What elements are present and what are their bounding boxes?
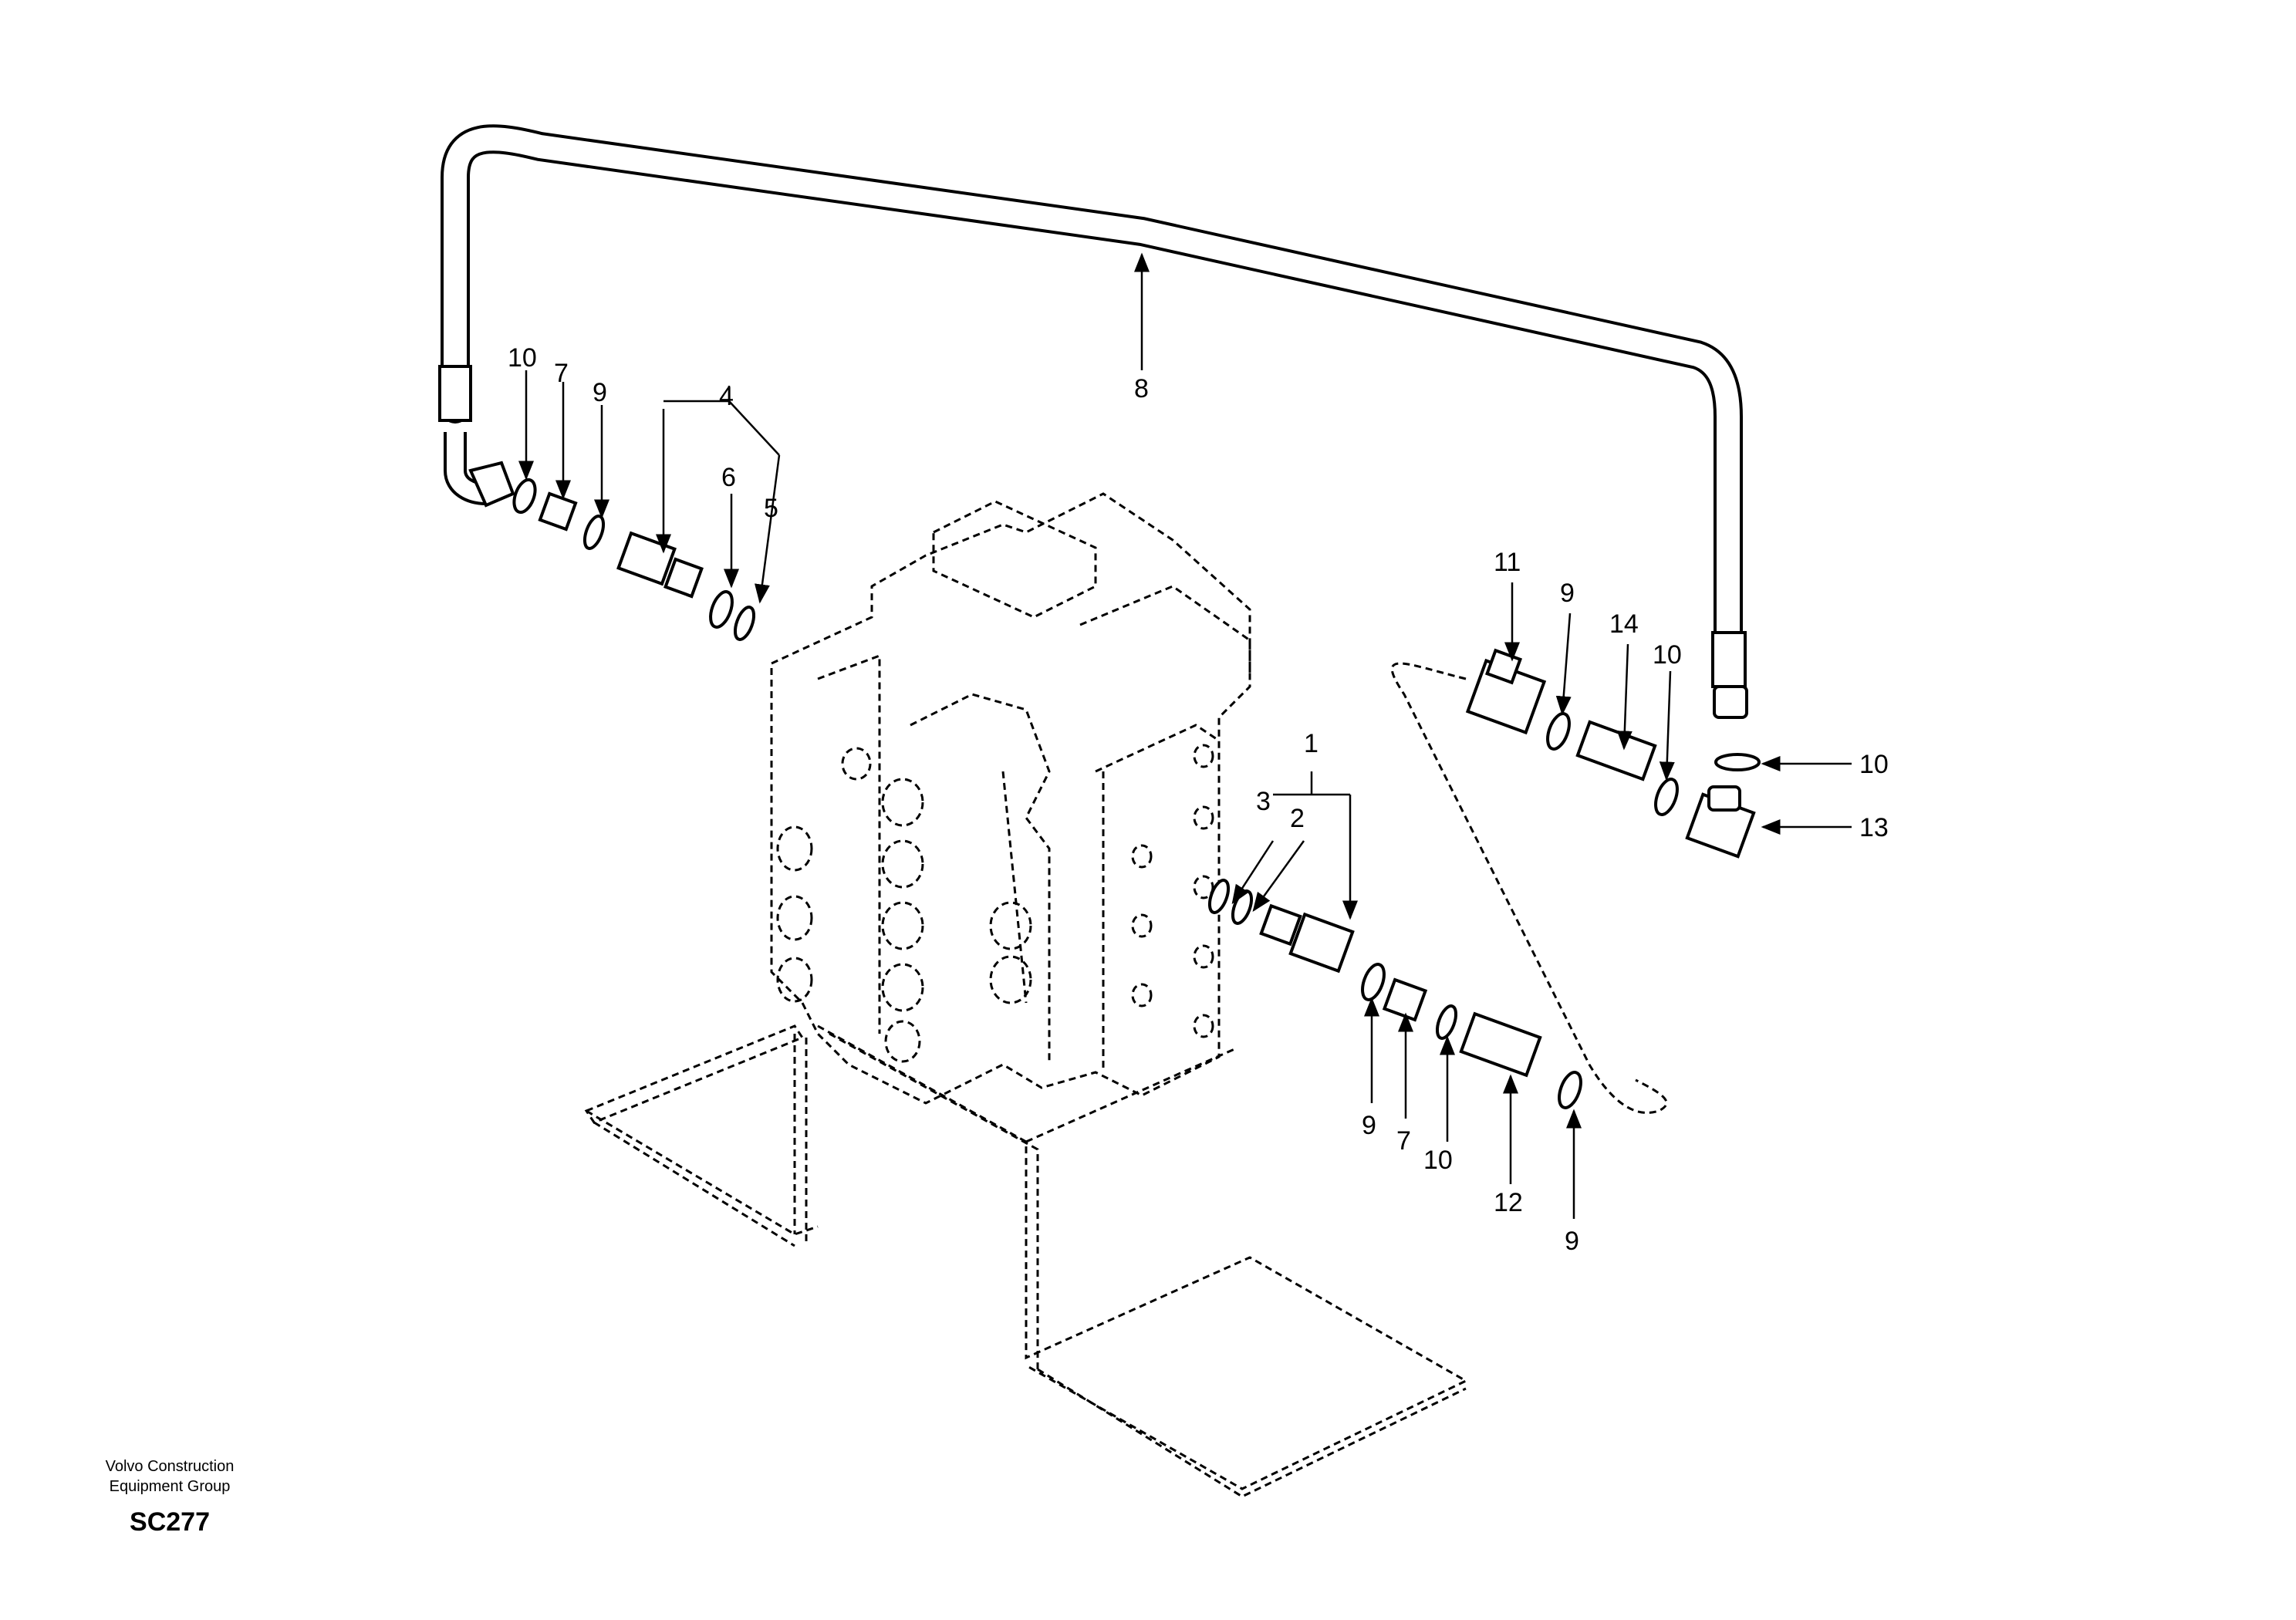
callout-14: 14 — [1609, 609, 1639, 639]
callout-10-upper: 10 — [1653, 640, 1682, 670]
callout-10-lower: 10 — [1423, 1146, 1453, 1175]
org-name-line1: Volvo Construction — [105, 1458, 235, 1475]
control-valve-outline — [770, 492, 1251, 1105]
callout-10-right: 10 — [1859, 750, 1889, 779]
callout-4: 4 — [719, 382, 734, 411]
callout-7-left: 7 — [554, 359, 569, 388]
callout-7-lower: 7 — [1396, 1126, 1411, 1156]
callout-1: 1 — [1304, 729, 1319, 758]
callout-9-lower-b: 9 — [1565, 1227, 1579, 1256]
dashed-routing-loop — [1390, 662, 1668, 1114]
right-fittings-lower — [1207, 879, 1582, 1109]
callout-12: 12 — [1494, 1188, 1523, 1217]
org-name-line2: Equipment Group — [109, 1478, 231, 1495]
callout-9-upper: 9 — [1560, 579, 1575, 608]
callout-3: 3 — [1256, 787, 1271, 816]
callout-6: 6 — [721, 463, 736, 492]
right-fittings-upper — [1465, 648, 1761, 859]
callout-13: 13 — [1859, 813, 1889, 842]
mounting-bracket-outline — [584, 1024, 1469, 1498]
hose-assembly — [438, 124, 1748, 719]
callout-numbers: 8 10 7 9 4 6 5 1 3 2 9 7 10 12 9 11 9 14… — [508, 343, 1889, 1256]
callout-9-lower-a: 9 — [1362, 1111, 1376, 1140]
callout-5: 5 — [764, 494, 778, 523]
leader-lines — [518, 252, 1852, 1219]
callout-8: 8 — [1134, 374, 1149, 403]
footer-block: Volvo Construction Equipment Group SC277 — [54, 1456, 285, 1537]
callout-11: 11 — [1494, 548, 1521, 577]
left-fittings — [512, 478, 756, 641]
callout-2: 2 — [1290, 804, 1305, 833]
callout-9-left: 9 — [593, 378, 607, 407]
callout-10-left: 10 — [508, 343, 537, 373]
diagram-code: SC277 — [130, 1507, 210, 1537]
